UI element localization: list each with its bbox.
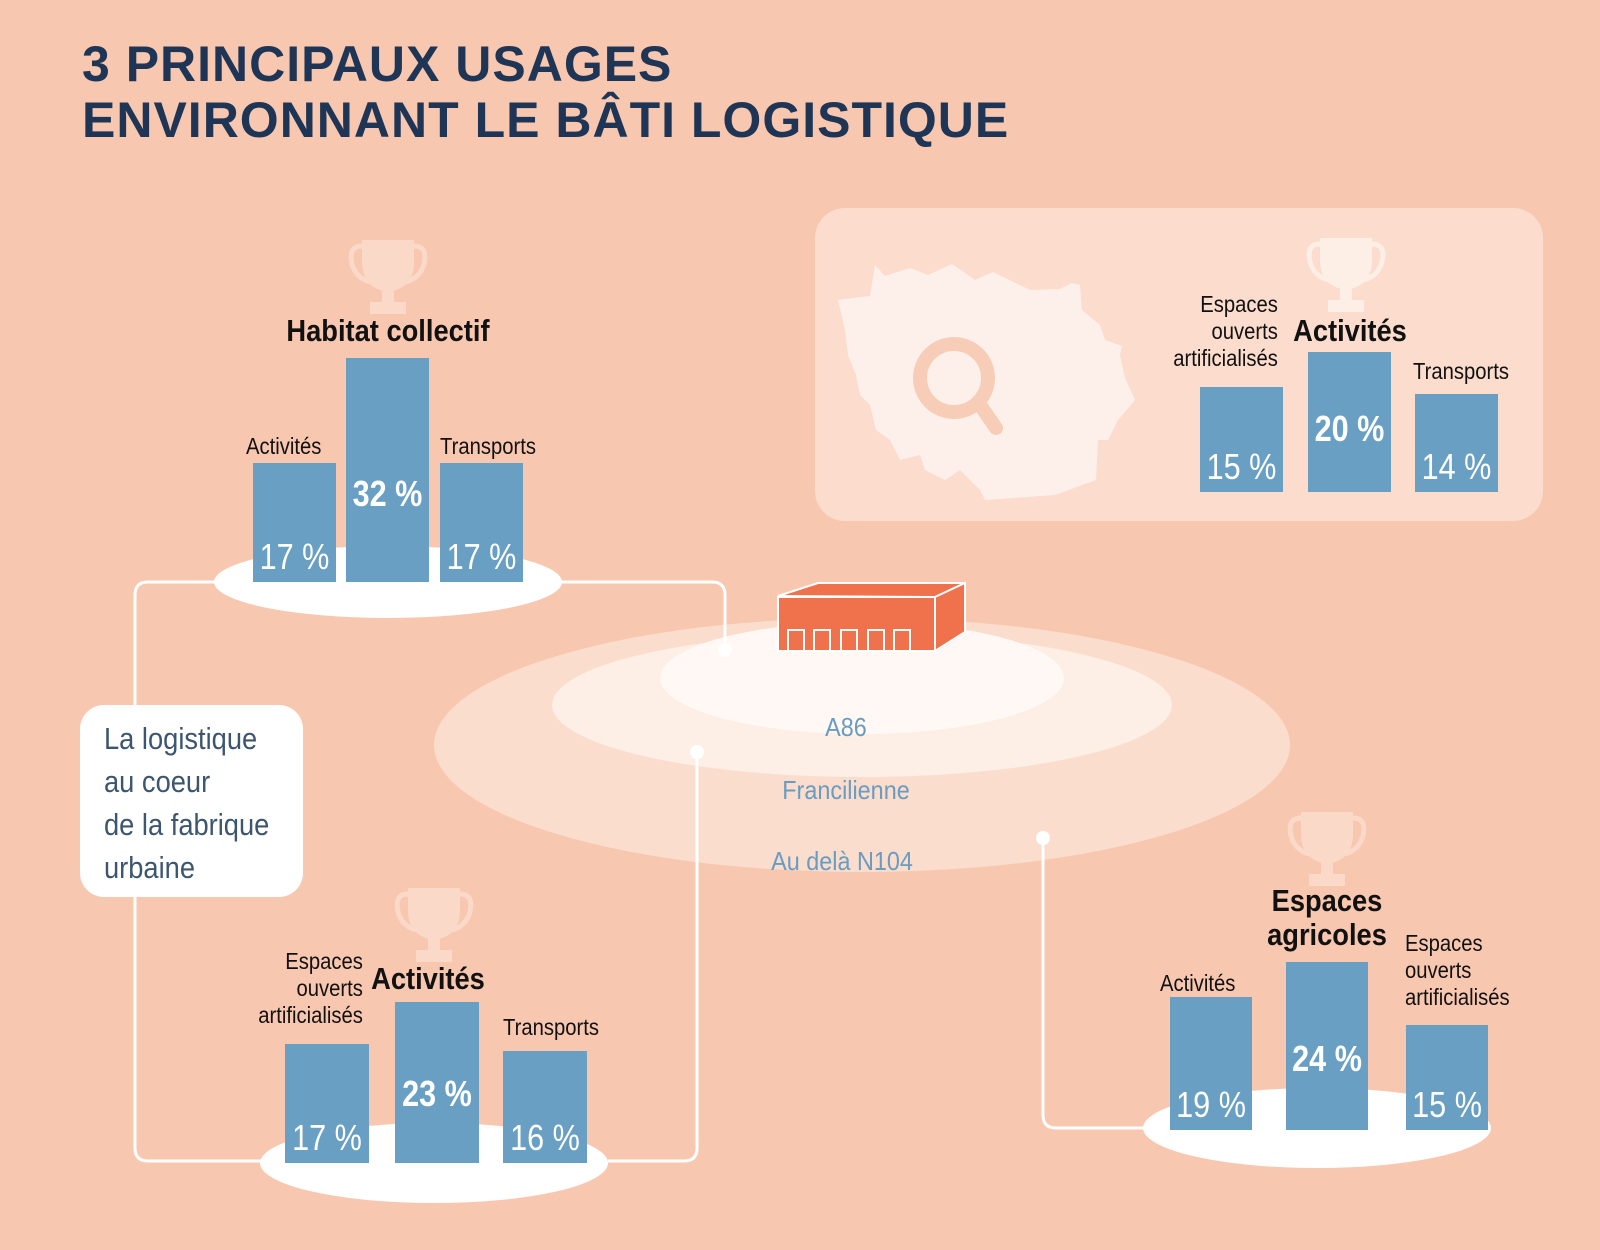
bar-value-label: 32 % xyxy=(352,473,423,514)
bar-value-label: 19 % xyxy=(1176,1084,1246,1125)
head-activites: Activités xyxy=(1293,313,1407,348)
head-line: Espaces xyxy=(1271,883,1383,918)
label-line: artificialisés xyxy=(1405,984,1510,1010)
label-transports: Transports xyxy=(1413,358,1509,384)
bar: 24 % xyxy=(1286,962,1368,1130)
magnifier-icon xyxy=(913,337,1003,435)
callout-line: de la fabrique xyxy=(104,807,270,842)
label-line: ouverts xyxy=(296,975,363,1001)
bar-value-label: 16 % xyxy=(510,1117,580,1158)
bar: 32 % xyxy=(346,358,429,582)
callout-line: La logistique xyxy=(104,721,258,756)
ring-inner xyxy=(660,622,1064,734)
bar-value-label: 24 % xyxy=(1292,1038,1362,1079)
label-activites: Activités xyxy=(246,433,322,459)
connector-dots xyxy=(690,643,1050,845)
bar-value-label: 17 % xyxy=(292,1117,362,1158)
trophy-icon xyxy=(394,888,474,962)
bar: 19 % xyxy=(1170,997,1252,1130)
title-line-1: 3 PRINCIPAUX USAGES xyxy=(82,36,673,92)
label-line: ouverts xyxy=(1211,318,1278,344)
bar: 17 % xyxy=(440,463,523,582)
trophy-icons xyxy=(348,238,1386,962)
callout-line: urbaine xyxy=(104,850,196,885)
trophy-icon xyxy=(348,240,428,314)
label-transports: Transports xyxy=(440,433,536,459)
bar: 17 % xyxy=(285,1044,369,1163)
title-line-2: ENVIRONNANT LE BÂTI LOGISTIQUE xyxy=(82,92,1010,148)
head-habitat-collectif: Habitat collectif xyxy=(286,313,490,348)
callout-line: au coeur xyxy=(104,764,211,799)
head-activites: Activités xyxy=(371,961,485,996)
label-line: Espaces xyxy=(1200,291,1278,317)
label-line: artificialisés xyxy=(258,1002,363,1028)
label-line: Espaces xyxy=(1405,930,1483,956)
warehouse-icon xyxy=(777,581,966,653)
head-line: agricoles xyxy=(1267,917,1387,952)
ring-label-n104: Au delà N104 xyxy=(771,846,913,876)
trophy-icon xyxy=(1306,238,1386,312)
bar-value-label: 20 % xyxy=(1314,408,1385,449)
page-title: 3 PRINCIPAUX USAGES ENVIRONNANT LE BÂTI … xyxy=(82,36,1009,148)
bar: 16 % xyxy=(503,1051,587,1163)
bar: 15 % xyxy=(1200,387,1283,492)
label-line: artificialisés xyxy=(1173,345,1278,371)
label-line: ouverts xyxy=(1405,957,1472,983)
bar: 20 % xyxy=(1308,352,1391,492)
bar-value-label: 17 % xyxy=(259,536,330,577)
bar: 17 % xyxy=(253,463,336,582)
bar: 14 % xyxy=(1415,394,1498,492)
ring-label-a86: A86 xyxy=(825,712,867,742)
label-transports: Transports xyxy=(503,1014,599,1040)
label-activites: Activités xyxy=(1160,970,1236,996)
bar-value-label: 23 % xyxy=(402,1073,472,1114)
bar: 15 % xyxy=(1406,1025,1488,1130)
bar: 23 % xyxy=(395,1002,479,1163)
bar-value-label: 17 % xyxy=(446,536,517,577)
bar-value-label: 15 % xyxy=(1206,446,1277,487)
bar-value-label: 14 % xyxy=(1421,446,1492,487)
label-line: Espaces xyxy=(285,948,363,974)
bar-value-label: 15 % xyxy=(1412,1084,1482,1125)
callout-box: La logistique au coeur de la fabrique ur… xyxy=(80,705,303,897)
trophy-icon xyxy=(1287,812,1367,886)
ring-label-francilienne: Francilienne xyxy=(782,775,910,805)
